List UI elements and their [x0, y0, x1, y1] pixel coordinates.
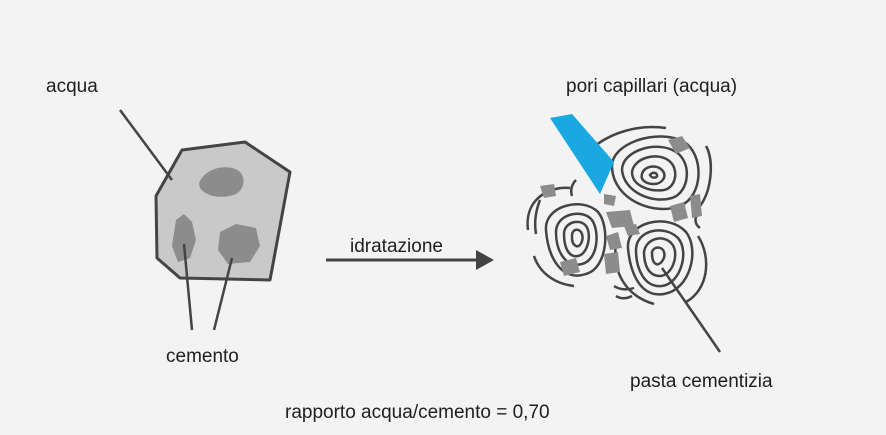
label-acqua: acqua: [46, 76, 98, 97]
hydrate-scribble: [613, 284, 635, 291]
hydrate-scribble: [569, 179, 577, 197]
cement-grain-top: [199, 167, 244, 197]
hydrated-grain-top: [589, 125, 712, 211]
hydrate-scribble: [615, 294, 633, 300]
acqua-leader-line: [118, 109, 174, 181]
label-idratazione: idratazione: [350, 236, 443, 257]
pasta-leader-line: [660, 267, 722, 353]
hydrated-grain-left: [526, 186, 607, 288]
cemento-leader-line-2: [212, 257, 234, 331]
capillary-pore: [550, 114, 614, 194]
cemento-leader-line-1: [182, 243, 194, 331]
label-pasta-cementizia: pasta cementizia: [630, 371, 773, 392]
water-particle-outline: [154, 140, 292, 282]
unhydrated-grains: [540, 136, 702, 276]
cement-grain-right: [218, 224, 260, 264]
label-cemento: cemento: [166, 346, 239, 367]
hydration-arrow: [326, 250, 494, 270]
label-pori-capillari: pori capillari (acqua): [566, 76, 738, 97]
hydrated-paste: [526, 125, 712, 306]
hydrated-grain-bottom: [614, 220, 708, 306]
label-rapporto-acqua-cemento: rapporto acqua/cemento = 0,70: [285, 402, 550, 423]
fresh-paste-particle: [154, 140, 292, 282]
cement-grain-left: [172, 214, 196, 262]
